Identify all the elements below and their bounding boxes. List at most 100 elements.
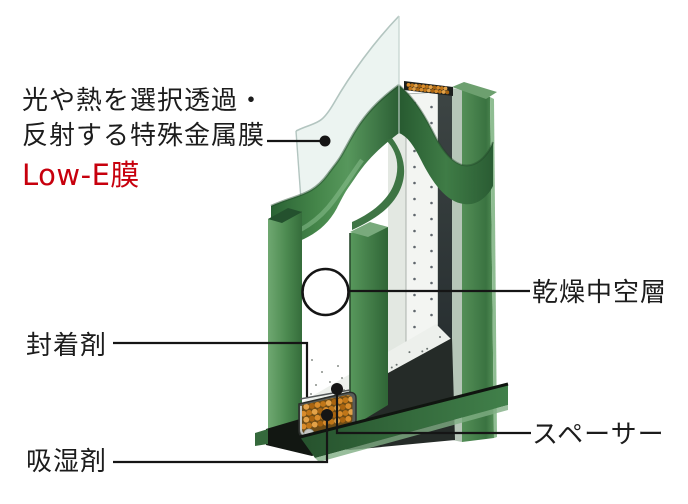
film-leader-dot	[319, 135, 331, 147]
speckle-dot	[406, 82, 411, 87]
speckle-dot	[325, 400, 332, 406]
speckle-dot	[314, 414, 321, 421]
speckle-dot	[331, 399, 338, 405]
desiccant-label: 吸湿剤	[26, 447, 108, 477]
speckle-dot	[413, 181, 416, 185]
speckle-dot	[430, 185, 433, 189]
speckle-dot	[421, 84, 426, 89]
speckle-dot	[337, 411, 343, 417]
sealant-leader-line	[113, 341, 309, 397]
speckle-dot	[426, 88, 431, 93]
speckle-dot	[423, 88, 427, 93]
speckle-dot	[311, 408, 318, 415]
speckle-dot	[328, 418, 335, 425]
leader-dots	[319, 135, 343, 421]
speckle-dot	[413, 277, 416, 281]
speckle-dot	[311, 359, 313, 361]
sealant-label: 封着剤	[26, 331, 108, 361]
speckle-dot	[430, 313, 433, 317]
dry-air-label: 乾燥中空層	[532, 278, 668, 308]
speckle-dot	[413, 325, 416, 329]
speckle-dot	[302, 423, 307, 430]
speckle-dot	[303, 416, 310, 423]
speckle-dot	[425, 84, 429, 89]
speckle-dot	[430, 265, 433, 269]
speckle-dot	[309, 402, 315, 409]
low-e-film-ribbon-right	[352, 16, 494, 230]
speckle-dot	[337, 365, 339, 367]
top-spacer-cutaway	[404, 81, 453, 96]
speckle-dot	[306, 409, 312, 416]
speckle-dot	[329, 381, 331, 383]
film-label: 光や熱を選択透過・ 反射する特殊金属膜	[22, 84, 265, 154]
desiccant-leader-line	[113, 416, 329, 464]
top-desiccant-granules	[406, 82, 450, 95]
speckle-dot	[341, 377, 343, 379]
front-pane-near-edge	[268, 208, 302, 440]
speckle-dot	[413, 245, 416, 249]
speckle-dot	[413, 213, 416, 217]
speckle-dot	[320, 401, 326, 407]
speckle-dot	[348, 396, 353, 403]
speckle-dot	[434, 89, 439, 94]
speckle-dot	[309, 415, 315, 422]
speckle-dot	[436, 85, 440, 90]
speckle-dot	[432, 85, 437, 90]
speckle-dot	[426, 347, 429, 350]
speckle-dot	[430, 297, 433, 301]
speckle-dot	[430, 121, 433, 125]
speckle-dot	[430, 217, 433, 221]
film-label-line1: 光や熱を選択透過・	[22, 86, 266, 116]
speckle-dot	[311, 421, 318, 428]
desiccant-leader-dot	[321, 409, 333, 421]
speckle-dot	[414, 83, 418, 88]
spacer-leader-line	[335, 390, 531, 435]
speckle-dot	[342, 397, 349, 404]
spacer-perforation-dots	[413, 101, 433, 333]
speckle-dot	[439, 336, 441, 338]
speckle-dot	[430, 249, 433, 253]
speckle-dot	[315, 384, 317, 386]
speckle-dot	[339, 416, 346, 423]
speckle-dot	[339, 404, 346, 410]
speckle-dot	[310, 393, 312, 395]
speckle-dot	[430, 105, 433, 109]
speckle-dot	[419, 87, 424, 92]
speckle-dot	[345, 415, 352, 422]
leader-lines	[113, 139, 531, 464]
film-label-line2: 反射する特殊金属膜	[22, 121, 266, 151]
speckle-dot	[321, 371, 323, 373]
speckle-dot	[413, 229, 416, 233]
speckle-dot	[314, 402, 321, 408]
speckle-dot	[443, 86, 448, 91]
speckle-dot	[413, 165, 416, 169]
speckle-dot	[345, 403, 352, 409]
speckle-dot	[430, 88, 435, 93]
speckle-dot	[413, 197, 416, 201]
speckle-dot	[413, 309, 416, 313]
speckle-dot	[395, 363, 398, 366]
speckle-dot	[430, 281, 433, 285]
speckle-dot	[421, 350, 424, 353]
speckle-dot	[428, 85, 433, 89]
speckle-dot	[408, 351, 411, 354]
speckle-dot	[430, 233, 433, 237]
speckle-dot	[413, 261, 416, 265]
speckle-dot	[415, 87, 420, 92]
lowe-label: Low-E膜	[22, 158, 140, 192]
speckle-dot	[317, 420, 324, 427]
spacer-label: スペーサー	[532, 420, 665, 450]
speckle-dot	[410, 83, 415, 88]
speckle-dot	[413, 293, 416, 297]
speckle-dot	[417, 84, 422, 88]
speckle-dot	[445, 90, 450, 95]
speckle-dot	[412, 87, 416, 91]
speckle-dot	[430, 201, 433, 205]
speckle-dot	[306, 422, 312, 429]
speckle-dot	[413, 149, 416, 153]
dry-air-highlight-circle	[301, 267, 350, 317]
spacer-leader-dot	[331, 383, 343, 395]
speckle-dot	[337, 398, 343, 405]
speckle-dot	[438, 89, 442, 94]
